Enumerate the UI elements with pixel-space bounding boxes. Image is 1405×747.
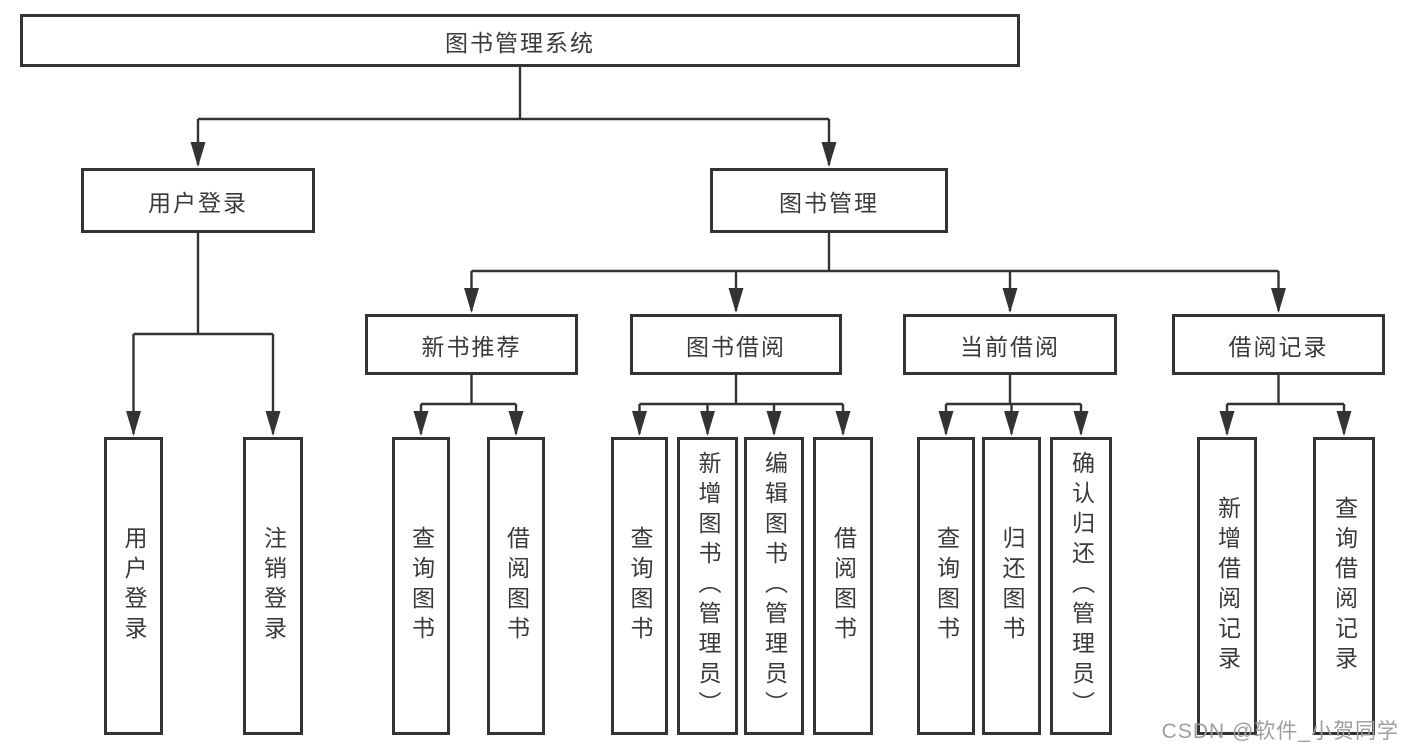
node-user-login: 用户登录: [81, 168, 315, 233]
node-label: 图书管理系统: [445, 29, 595, 56]
csdn-watermark: CSDN @软件_小贺同学: [1161, 720, 1399, 743]
node-label: 用户登录: [148, 189, 248, 216]
node-root-book-management-system: 图书管理系统: [20, 14, 1020, 67]
leaf-return-books: 归还图书: [982, 437, 1041, 735]
node-label: 图书借阅: [686, 333, 786, 360]
leaf-edit-books-admin: 编辑图书（管理员）: [744, 437, 804, 735]
leaf-add-books-admin: 新增图书（管理员）: [677, 437, 738, 735]
node-borrow-records: 借阅记录: [1172, 314, 1385, 375]
leaf-label: 新增借阅记录: [1214, 496, 1241, 676]
node-new-book-recommend: 新书推荐: [365, 314, 578, 375]
leaf-borrow-books: 借阅图书: [813, 437, 873, 735]
leaf-add-borrow-record: 新增借阅记录: [1197, 437, 1257, 735]
leaf-label: 编辑图书（管理员）: [761, 451, 788, 721]
node-label: 新书推荐: [421, 333, 522, 360]
leaf-label: 查询图书: [627, 526, 653, 646]
leaf-label: 注销登录: [260, 526, 287, 646]
leaf-label: 确认归还（管理员）: [1068, 451, 1095, 721]
node-label: 借阅记录: [1228, 333, 1329, 360]
node-book-management: 图书管理: [710, 168, 948, 233]
leaf-label: 借阅图书: [503, 526, 530, 646]
leaf-query-books-recommend: 查询图书: [392, 437, 450, 735]
leaf-label: 查询图书: [933, 526, 960, 646]
leaf-label: 查询借阅记录: [1331, 496, 1358, 676]
node-current-borrow: 当前借阅: [903, 314, 1117, 375]
leaf-label: 归还图书: [999, 526, 1025, 646]
leaf-label: 查询图书: [408, 526, 435, 646]
leaf-logout: 注销登录: [243, 437, 303, 735]
node-label: 当前借阅: [960, 333, 1060, 360]
leaf-query-books-borrow: 查询图书: [611, 437, 668, 735]
node-label: 图书管理: [779, 189, 879, 216]
leaf-label: 借阅图书: [830, 526, 857, 646]
leaf-user-login: 用户登录: [104, 437, 163, 735]
leaf-label: 新增图书（管理员）: [695, 451, 721, 721]
leaf-query-borrow-record: 查询借阅记录: [1313, 437, 1375, 735]
leaf-confirm-return-admin: 确认归还（管理员）: [1050, 437, 1112, 735]
leaf-borrow-books-recommend: 借阅图书: [487, 437, 545, 735]
node-book-borrow: 图书借阅: [630, 314, 842, 375]
leaf-query-books-current: 查询图书: [917, 437, 975, 735]
leaf-label: 用户登录: [121, 526, 147, 646]
